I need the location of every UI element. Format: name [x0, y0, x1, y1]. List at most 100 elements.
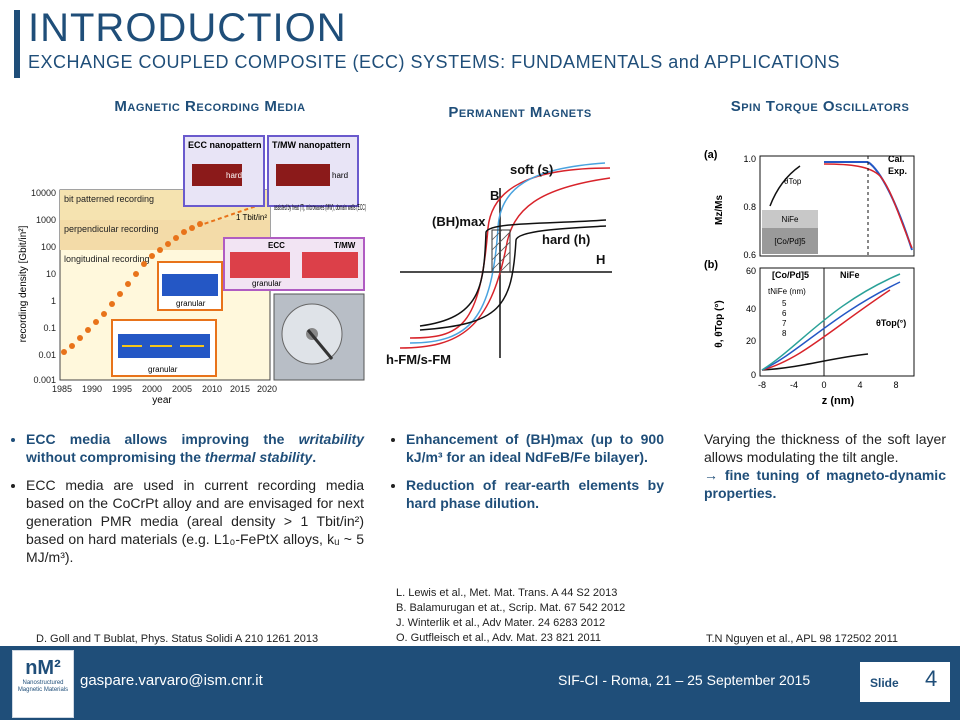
slide-number: 4	[925, 666, 938, 691]
label-b: B	[490, 188, 499, 203]
bullet-cocrpt: ECC media are used in current recording …	[26, 476, 364, 566]
heading-recording-media: Magnetic Recording Media	[114, 98, 306, 115]
legend-cal: Cal.	[888, 154, 905, 164]
svg-text:hard: hard	[332, 171, 348, 180]
sto-text-1: Varying the thickness of the soft layer …	[704, 431, 946, 465]
ecc-pillars	[192, 164, 242, 186]
ytick: 10000	[31, 188, 56, 198]
label-bhmax: (BH)max	[432, 214, 486, 229]
xtick: 1990	[82, 384, 102, 394]
svg-text:-4: -4	[790, 380, 798, 390]
band-label-long: longitudinal recording	[64, 254, 150, 264]
band-label-perp: perpendicular recording	[64, 224, 159, 234]
reference-goll: D. Goll and T Bublat, Phys. Status Solid…	[36, 633, 319, 645]
panel-a-frame	[759, 155, 915, 257]
title-accent-bar	[14, 10, 20, 78]
svg-text:(b): (b)	[704, 259, 718, 271]
theta-top-label: θTop	[784, 177, 802, 186]
svg-text:granular: granular	[148, 365, 178, 374]
x-axis-label: year	[152, 395, 172, 406]
loop-red-lower	[399, 177, 611, 349]
sto-text: Varying the thickness of the soft layer …	[704, 430, 946, 502]
bullet-rare-earth: Reduction of rear-earth elements by hard…	[406, 476, 664, 512]
xtick: 2005	[172, 384, 192, 394]
slide-label: Slide	[870, 676, 899, 690]
y-axis-label: recording density [Gbit/in²]	[18, 225, 29, 342]
sto-figure: (a) (b) 1.0 0.8 0.6 Mz/Ms NiFe [Co/Pd]5 …	[700, 140, 926, 410]
svg-text:6: 6	[782, 309, 787, 318]
svg-text:0.8: 0.8	[743, 202, 756, 212]
loop-soft	[409, 162, 606, 344]
svg-text:granular: granular	[252, 279, 282, 288]
label-hard: hard (h)	[542, 232, 590, 247]
ytick: 10	[46, 269, 56, 279]
svg-text:60: 60	[746, 266, 756, 276]
density-points	[61, 221, 203, 355]
svg-text:NiFe: NiFe	[840, 270, 860, 280]
xtick: 2000	[142, 384, 162, 394]
ytick: 0.1	[43, 323, 56, 333]
svg-text:5: 5	[782, 299, 787, 308]
xtick: 1985	[52, 384, 72, 394]
bullet-writability: ECC media allows improving the writabili…	[26, 430, 364, 466]
layer-nife: NiFe	[782, 215, 799, 224]
loop-hard-upper	[419, 219, 607, 327]
tbit-label: 1 Tbit/in²	[236, 213, 267, 222]
xtick: 1995	[112, 384, 132, 394]
footer-email[interactable]: gaspare.varvaro@ism.cnr.it	[80, 672, 263, 689]
sto-text-2: → fine tuning of magneto-dynamic propert…	[704, 467, 946, 501]
loop-red-upper	[409, 167, 611, 339]
loop-hard-lower	[419, 225, 607, 331]
svg-text:7: 7	[782, 319, 787, 328]
hysteresis-figure: soft (s) B (BH)max hard (h) H h-FM/s-FM	[380, 148, 620, 376]
xtick: 2010	[202, 384, 222, 394]
assist-annotation: assisted by heat (T), microwaves (MW), d…	[274, 203, 366, 212]
recording-density-figure: 10000 1000 100 10 1 0.1 0.01 0.001 1985 …	[12, 134, 368, 406]
tmw-pillars	[276, 164, 330, 186]
xtick: 2015	[230, 384, 250, 394]
footer-bar	[0, 646, 960, 720]
svg-text:1.0: 1.0	[743, 154, 756, 164]
svg-text:8: 8	[893, 380, 898, 390]
ytick: 1000	[36, 215, 56, 225]
svg-text:θ, θTop (°): θ, θTop (°)	[714, 300, 725, 347]
ytick: 0.001	[33, 375, 56, 385]
svg-text:0: 0	[821, 380, 826, 390]
svg-text:hard: hard	[226, 171, 242, 180]
band-label-bit: bit patterned recording	[64, 194, 154, 204]
svg-text:θTop(°): θTop(°)	[876, 318, 906, 328]
svg-text:granular: granular	[176, 299, 206, 308]
svg-text:T/MW: T/MW	[334, 241, 356, 250]
svg-text:(a): (a)	[704, 149, 718, 161]
ytick: 100	[41, 242, 56, 252]
svg-text:-8: -8	[758, 380, 766, 390]
bhmax-hatch	[491, 229, 511, 273]
layer-copd: [Co/Pd]5	[774, 237, 806, 246]
svg-text:[Co/Pd]5: [Co/Pd]5	[772, 270, 809, 280]
reference-nguyen: T.N Nguyen et al., APL 98 172502 2011	[706, 633, 899, 645]
panel-b-frame	[759, 267, 915, 377]
svg-text:Mz/Ms: Mz/Ms	[714, 195, 725, 225]
page-subtitle: EXCHANGE COUPLED COMPOSITE (ECC) SYSTEMS…	[28, 52, 840, 72]
svg-text:z (nm): z (nm)	[822, 395, 855, 407]
label-hfm-sfm: h-FM/s-FM	[386, 352, 451, 367]
svg-text:0: 0	[751, 370, 756, 380]
ytick: 0.01	[38, 350, 56, 360]
label-h: H	[596, 252, 605, 267]
svg-text:T/MW nanopattern: T/MW nanopattern	[272, 140, 351, 150]
svg-text:0.6: 0.6	[743, 250, 756, 260]
page-title: INTRODUCTION	[28, 6, 347, 50]
legend-exp: Exp.	[888, 166, 907, 176]
heading-permanent-magnets: Permanent Magnets	[448, 104, 592, 121]
svg-text:8: 8	[782, 329, 787, 338]
svg-text:40: 40	[746, 304, 756, 314]
label-soft: soft (s)	[510, 162, 553, 177]
heading-spin-torque-oscillators: Spin Torque Oscillators	[730, 98, 910, 115]
svg-text:20: 20	[746, 336, 756, 346]
magnets-bullets: Enhancement of (BH)max (up to 900 kJ/m³ …	[388, 430, 664, 522]
legend-b-title: tNiFe (nm)	[768, 287, 806, 296]
xtick: 2020	[257, 384, 277, 394]
recording-bullets: ECC media allows improving the writabili…	[8, 430, 364, 576]
slide-number-box	[860, 662, 950, 702]
references-magnets: L. Lewis et al., Met. Mat. Trans. A 44 S…	[396, 587, 626, 644]
